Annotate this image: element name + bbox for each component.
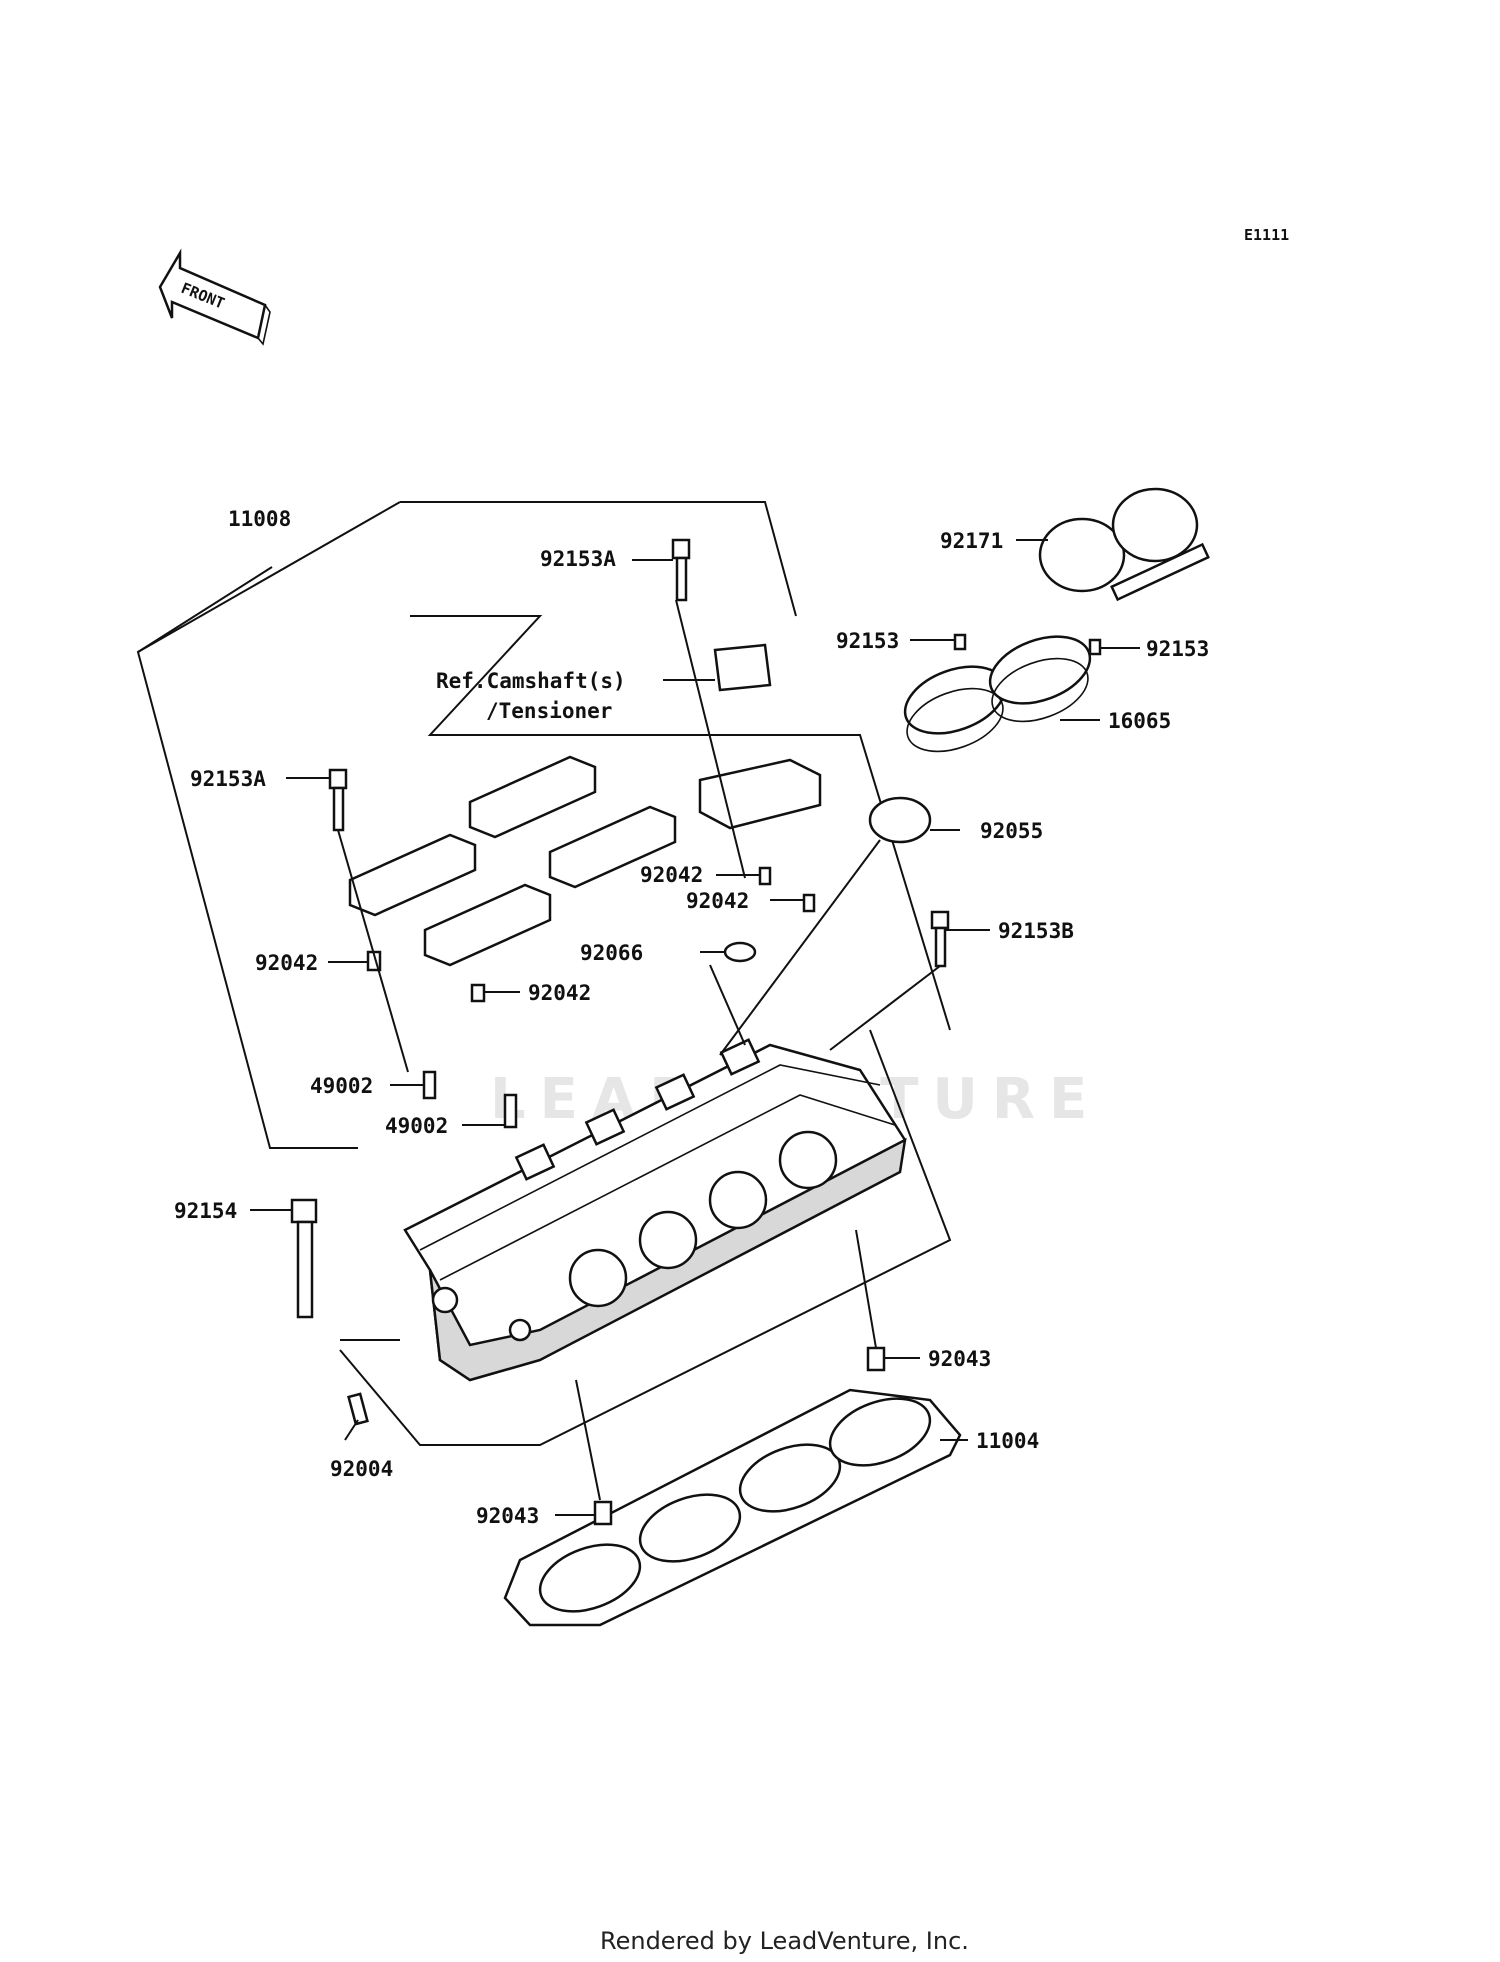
diagram-code: E1111 xyxy=(1244,226,1289,244)
bolt-92154 xyxy=(290,1198,318,1319)
bolt-92153A-left xyxy=(328,768,348,832)
dowel-92042-b xyxy=(470,983,486,1003)
callout-92066: 92066 xyxy=(580,941,643,965)
callout-92042-b: 92042 xyxy=(528,981,591,1005)
stud-92004 xyxy=(347,1392,369,1426)
valve-guide-49002-a xyxy=(422,1070,437,1100)
callout-16065: 16065 xyxy=(1108,709,1171,733)
ref-note-line1: Ref.Camshaft(s) xyxy=(436,669,626,693)
front-arrow-icon: FRONT xyxy=(158,248,271,346)
callout-49002-b: 49002 xyxy=(385,1114,448,1138)
footer-credit: Rendered by LeadVenture, Inc. xyxy=(600,1927,969,1955)
cylinder-head xyxy=(403,1038,907,1382)
callout-92042-d: 92042 xyxy=(686,889,749,913)
callout-92043-right: 92043 xyxy=(928,1347,991,1371)
dowel-92043-b xyxy=(593,1500,613,1526)
ref-note-line2: /Tensioner xyxy=(486,699,612,723)
frame-11008-top xyxy=(400,501,797,617)
callout-92153A-top: 92153A xyxy=(540,547,616,571)
holder-16065 xyxy=(903,635,1092,753)
leader-lines xyxy=(250,539,1140,1516)
callout-11008: 11008 xyxy=(228,507,291,531)
callout-92004: 92004 xyxy=(330,1457,393,1481)
clamp-92171 xyxy=(1038,487,1210,602)
callout-92042-c: 92042 xyxy=(640,863,703,887)
dowel-92042-d xyxy=(802,893,816,913)
camshaft-caps xyxy=(348,643,822,967)
dowel-92042-c xyxy=(758,866,772,886)
callout-92055: 92055 xyxy=(980,819,1043,843)
callout-92042-a: 92042 xyxy=(255,951,318,975)
callout-92153-left: 92153 xyxy=(836,629,899,653)
callout-92153A-left: 92153A xyxy=(190,767,266,791)
valve-guide-49002-b xyxy=(503,1093,518,1129)
callout-92154: 92154 xyxy=(174,1199,237,1223)
callout-92153-right: 92153 xyxy=(1146,637,1209,661)
frame-bottom xyxy=(339,1029,952,1446)
callout-92171: 92171 xyxy=(940,529,1003,553)
leader-11008 xyxy=(137,566,273,653)
callout-11004: 11004 xyxy=(976,1429,1039,1453)
dowel-92043-r xyxy=(866,1346,886,1372)
screw-92153-r xyxy=(1088,638,1102,656)
callout-92043-bottom: 92043 xyxy=(476,1504,539,1528)
plug-92066 xyxy=(723,941,757,963)
callout-49002-a: 49002 xyxy=(310,1074,373,1098)
o-ring-92055 xyxy=(868,796,932,844)
head-gasket xyxy=(503,1388,962,1627)
frame-11008-left xyxy=(136,501,401,1149)
callout-92153B: 92153B xyxy=(998,919,1074,943)
bolt-92153A-top xyxy=(671,538,691,602)
screw-92153-l xyxy=(953,633,967,651)
bolt-92153B xyxy=(930,910,950,968)
